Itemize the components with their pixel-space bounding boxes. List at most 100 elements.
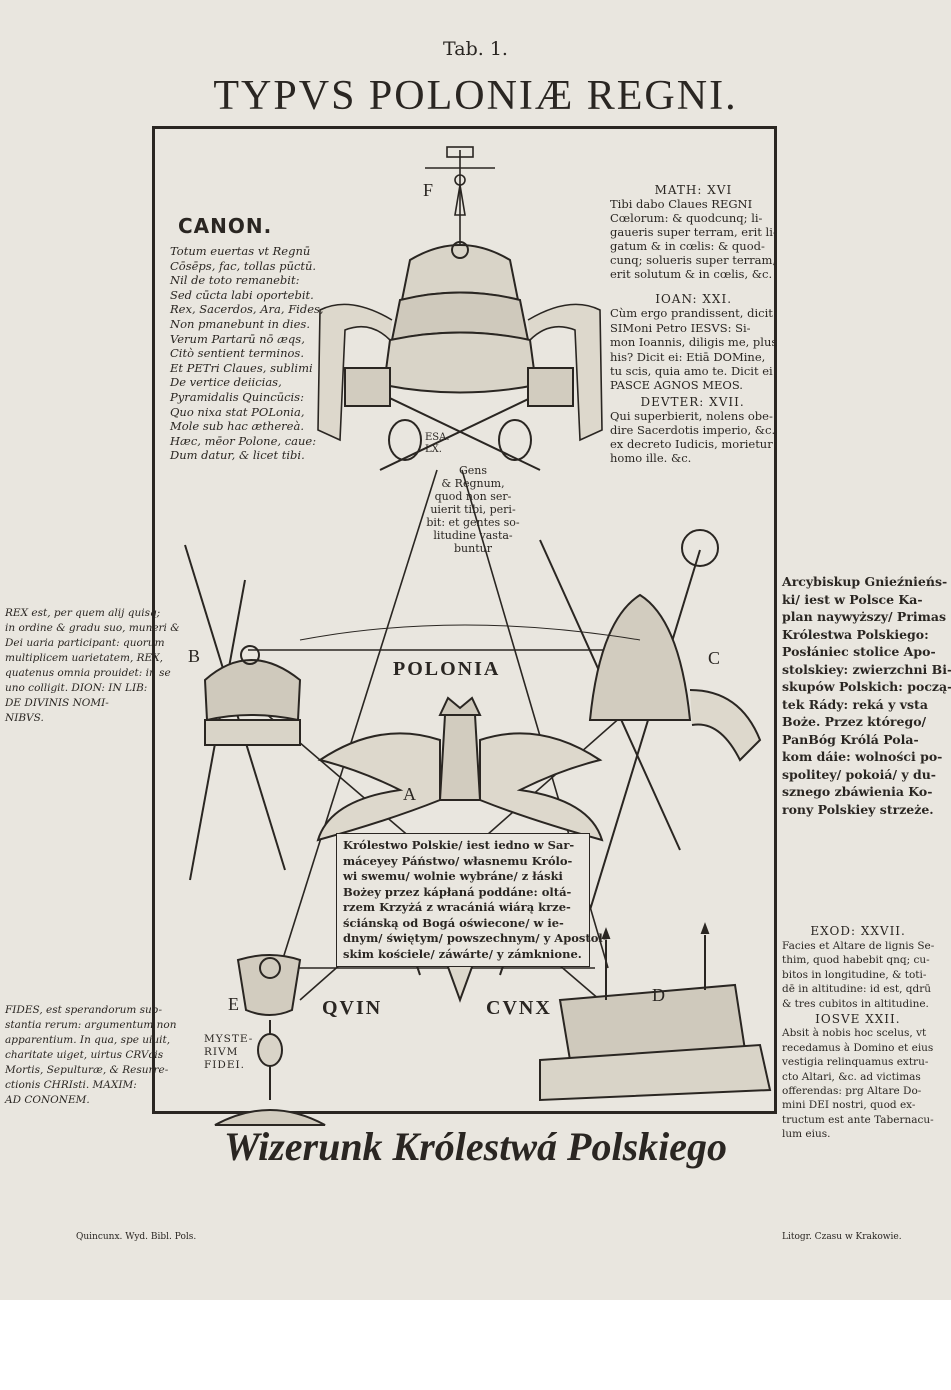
arch-line: tek Rády: reká y vsta xyxy=(782,696,951,714)
arch-line: ki/ iest w Polsce Ka- xyxy=(782,591,951,609)
deuter-line: ex decreto Iudicis, morietur xyxy=(610,437,775,451)
quin-label: QVIN xyxy=(322,997,382,1020)
gens-line: & Regnum, xyxy=(418,477,528,490)
canon-line: Pyramidalis Quincūcis: xyxy=(170,390,320,405)
ioan-line: PASCE AGNOS MEOS. xyxy=(610,378,777,392)
tablet-line: ściánską od Bogá oświecone/ w ie- xyxy=(343,916,583,932)
footer-credit-right: Litogr. Czasu w Krakowie. xyxy=(782,1232,902,1242)
exod-quote: EXOD: XXVII. Facies et Altare de lignis … xyxy=(782,924,934,1011)
esa-line: ESA. xyxy=(425,432,450,444)
rex-line: in ordine & gradu suo, muneri & xyxy=(5,621,180,636)
myst-line: RIVM xyxy=(204,1046,253,1059)
exod-line: bitos in longitudine, & toti- xyxy=(782,968,934,983)
deuter-heading: DEVTER: XVII. xyxy=(610,395,775,409)
ioan-line: his? Dicit ei: Etiā DOMine, xyxy=(610,350,777,364)
deuter-line: Qui superbierit, nolens obe- xyxy=(610,409,775,423)
label-d: D xyxy=(652,985,665,1006)
arch-line: plan naywyższy/ Primas xyxy=(782,608,951,626)
canon-line: Non pmanebunt in dies. xyxy=(170,317,320,332)
canon-line: Hæc, mēor Polone, caue: xyxy=(170,434,320,449)
exod-line: thim, quod habebit qnq; cu- xyxy=(782,953,934,968)
ioan-heading: IOAN: XXI. xyxy=(610,292,777,306)
polonia-arch xyxy=(300,625,640,640)
fides-line: apparentium. In qua, spe uiuit, xyxy=(5,1033,176,1048)
deuter-line: homo ille. &c. xyxy=(610,451,775,465)
exod-heading: EXOD: XXVII. xyxy=(782,924,934,939)
archbishop-text: Arcybiskup Gnieźnieńs- ki/ iest w Polsce… xyxy=(782,573,951,818)
canon-line: De vertice deiicias, xyxy=(170,375,320,390)
canon-verse: Totum euertas vt Regnū Cōsēps, fac, toll… xyxy=(170,244,320,463)
cunx-label: CVNX xyxy=(486,997,552,1020)
deuter-quote: DEVTER: XVII. Qui superbierit, nolens ob… xyxy=(610,395,775,465)
math-heading: MATH: XVI xyxy=(610,183,777,197)
arch-line: PanBóg Królá Pola- xyxy=(782,731,951,749)
exod-line: & tres cubitos in altitudine. xyxy=(782,997,934,1012)
ioan-line: Cùm ergo prandissent, dicit xyxy=(610,306,777,320)
fides-line: Mortis, Sepulturæ, & Resurre- xyxy=(5,1063,176,1078)
mysterium-fidei: MYSTE- RIVM FIDEI. xyxy=(204,1033,253,1072)
label-a: A xyxy=(403,784,416,805)
canon-line: Quo nixa stat POLonia, xyxy=(170,405,320,420)
canon-line: Mole sub hac æthereà. xyxy=(170,419,320,434)
canon-line: Citò sentient terminos. xyxy=(170,346,320,361)
canon-line: Nil de toto remanebit: xyxy=(170,273,320,288)
rex-line: NIBVS. xyxy=(5,711,180,726)
fides-line: stantia rerum: argumentum non xyxy=(5,1018,176,1033)
fides-line: charitate uiget, uirtus CRVcis xyxy=(5,1048,176,1063)
gens-line: buntur xyxy=(418,542,528,555)
plate-caption: Wizerunk Królestwá Polskiego xyxy=(0,1123,951,1170)
ioan-line: mon Ioannis, diligis me, plus xyxy=(610,335,777,349)
crucifix-icon xyxy=(425,147,495,245)
royal-crown-icon xyxy=(185,545,300,880)
kingdom-tablet: Królestwo Polskie/ iest iedno w Sar- mác… xyxy=(336,833,590,967)
math-line: gaueris super terram, erit li- xyxy=(610,225,777,239)
math-line: gatum & in cœlis: & quod- xyxy=(610,239,777,253)
myst-line: FIDEI. xyxy=(204,1059,253,1072)
math-line: Cœlorum: & quodcunq; li- xyxy=(610,211,777,225)
fides-line: AD CONONEM. xyxy=(5,1093,176,1108)
canon-line: Rex, Sacerdos, Ara, Fides, xyxy=(170,302,320,317)
label-e: E xyxy=(228,994,239,1015)
math-line: cunq; solueris super terram, xyxy=(610,253,777,267)
exod-line: dē in altitudine: id est, qdrū xyxy=(782,982,934,997)
canon-line: Totum euertas vt Regnū xyxy=(170,244,320,259)
arch-line: skupów Polskich: począ- xyxy=(782,678,951,696)
ioan-line: SIMoni Petro IESVS: Si- xyxy=(610,321,777,335)
canon-line: Cōsēps, fac, tollas pūctū. xyxy=(170,259,320,274)
iosue-heading: IOSVE XXII. xyxy=(782,1012,934,1026)
tablet-line: wi swemu/ wolnie wybráne/ z łáski xyxy=(343,869,583,885)
iosue-line: mini DEI nostri, quod ex- xyxy=(782,1098,934,1112)
math-line: erit solutum & in cœlis, &c. xyxy=(610,267,777,281)
esa-reference: ESA. LX. xyxy=(425,432,450,456)
rex-line: Dei uaria participant: quorum xyxy=(5,636,180,651)
iosue-line: cto Altari, &c. ad victimas xyxy=(782,1070,934,1084)
ioan-quote: IOAN: XXI. Cùm ergo prandissent, dicit S… xyxy=(610,292,777,393)
tablet-line: rzem Krzyżá z wracániá wiárą krze- xyxy=(343,900,583,916)
arch-line: Posłániec stolice Apo- xyxy=(782,643,951,661)
label-f: F xyxy=(423,180,433,201)
gens-line: Gens xyxy=(418,464,528,477)
bottom-margin xyxy=(0,1300,951,1390)
gens-line: uierit tibi, peri- xyxy=(418,503,528,516)
tablet-line: dnym/ świętym/ powszechnym/ y Apostol- xyxy=(343,931,583,947)
iosue-line: recedamus à Domino et eius xyxy=(782,1041,934,1055)
rex-quote: REX est, per quem alij quisq; in ordine … xyxy=(5,606,180,726)
footer-credit-left: Quincunx. Wyd. Bibl. Pols. xyxy=(76,1232,196,1242)
tablet-line: Królestwo Polskie/ iest iedno w Sar- xyxy=(343,838,583,854)
myst-line: MYSTE- xyxy=(204,1033,253,1046)
rex-line: quatenus omnia prouidet: in se xyxy=(5,666,180,681)
rex-line: REX est, per quem alij quisq; xyxy=(5,606,180,621)
fides-quote: FIDES, est sperandorum sub- stantia reru… xyxy=(5,1003,176,1108)
ioan-line: tu scis, quia amo te. Dicit ei: xyxy=(610,364,777,378)
gens-quote: Gens & Regnum, quod non ser- uierit tibi… xyxy=(418,464,528,555)
math-quote: MATH: XVI Tibi dabo Claues REGNI Cœlorum… xyxy=(610,183,777,281)
gens-line: quod non ser- xyxy=(418,490,528,503)
iosue-line: offerendas: prg Altare Do- xyxy=(782,1084,934,1098)
canon-line: Verum Partarū nō æqs, xyxy=(170,332,320,347)
arch-line: spolitey/ pokoiá/ y du- xyxy=(782,766,951,784)
canon-line: Et PETri Claues, sublimi xyxy=(170,361,320,376)
arch-line: Arcybiskup Gnieźnieńs- xyxy=(782,573,951,591)
arch-line: rony Polskiey strzeże. xyxy=(782,801,951,819)
label-c: C xyxy=(708,648,720,669)
arch-line: stolskiey: zwierzchni Bi- xyxy=(782,661,951,679)
